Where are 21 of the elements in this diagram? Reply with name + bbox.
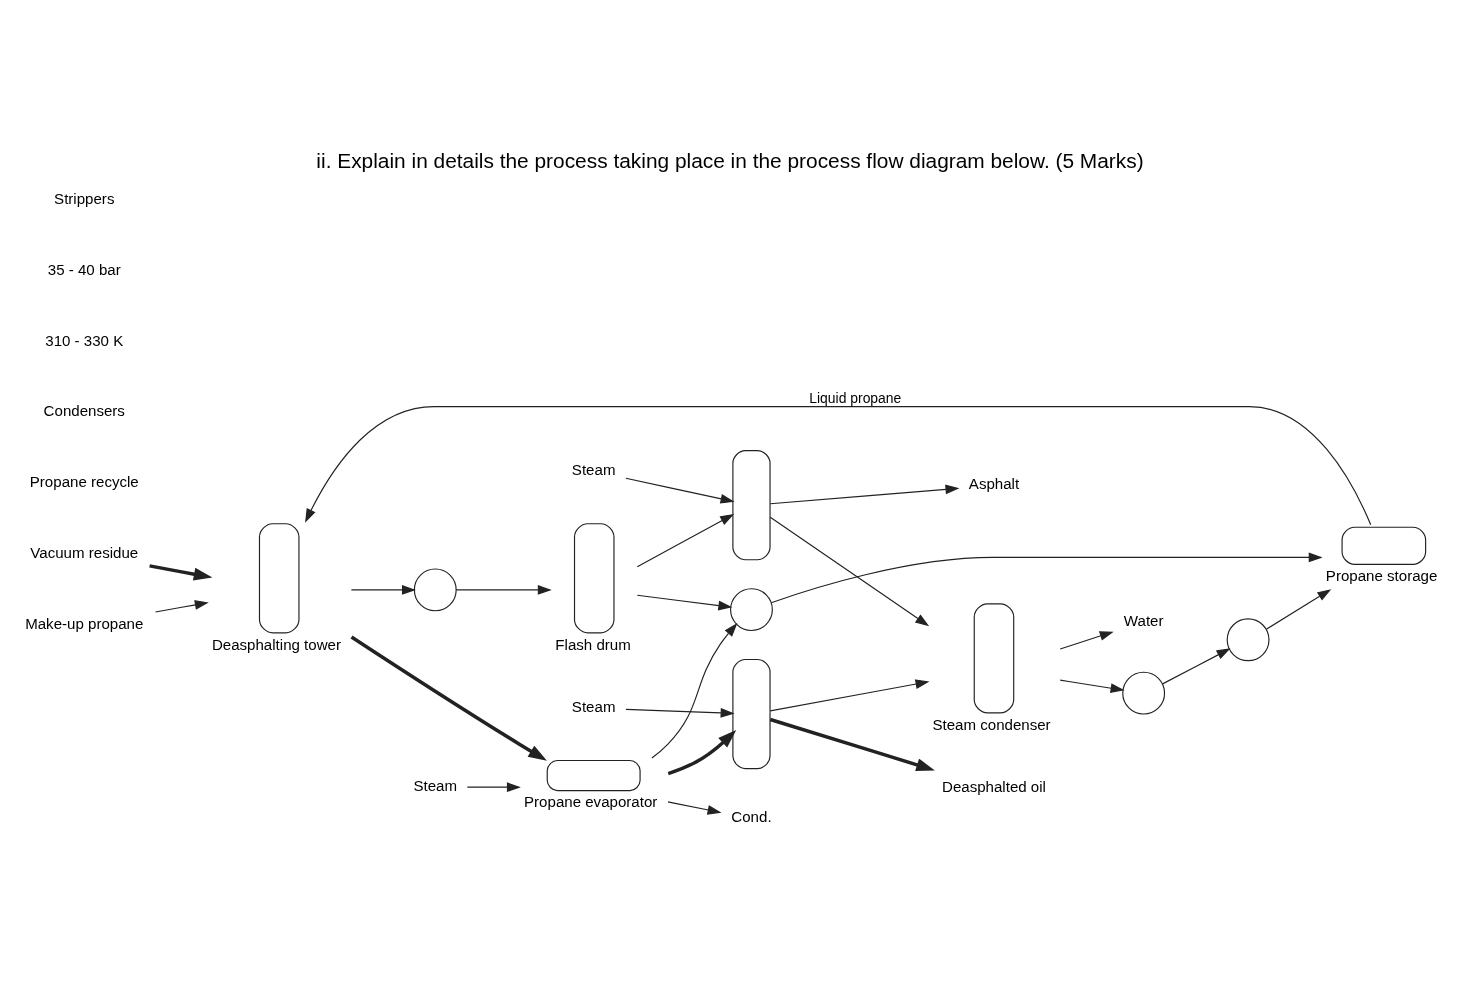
node-text: Deasphalted oil (942, 778, 1046, 796)
node-label: Propane evaporator (524, 793, 658, 811)
node-text: Make-up propane (25, 614, 144, 632)
node-text: Cond. (731, 808, 772, 826)
label: 35 - 40 bar (47, 260, 121, 278)
edge-label: Liquid propane (809, 389, 902, 406)
node-text: Steam (413, 777, 458, 795)
node-label: Flash drum (555, 635, 631, 653)
label: Propane recycle (29, 473, 139, 491)
node-text: Water (1123, 612, 1164, 630)
node-text: Vacuum residue (30, 543, 139, 561)
node-text: Steam (571, 698, 616, 716)
node-label: Steam condenser (932, 715, 1051, 733)
node-label: Deasphalting tower (211, 635, 341, 653)
label: 310 - 330 K (45, 331, 124, 349)
node-label: Propane storage (1325, 567, 1438, 585)
node-text: Steam (571, 461, 616, 479)
label: Condensers (43, 402, 125, 420)
label: Strippers (54, 189, 115, 207)
diagram-title: ii. Explain in details the process taking place in the process flow diagram below. (5 Marks) (316, 148, 1144, 172)
node-text: Asphalt (968, 475, 1020, 493)
